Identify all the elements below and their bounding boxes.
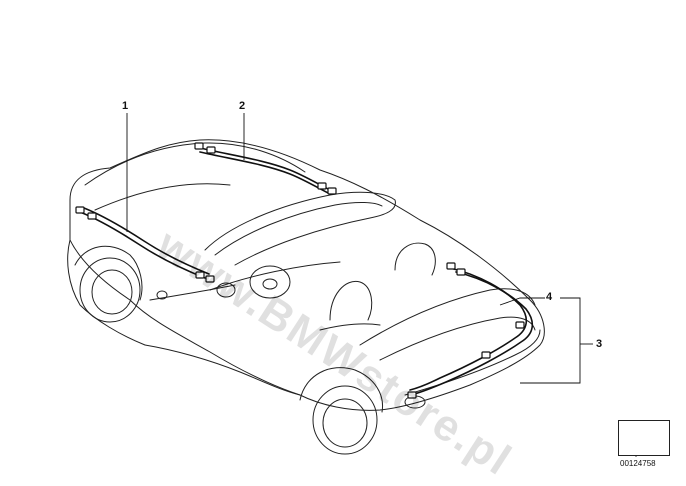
leader-4 bbox=[499, 297, 545, 306]
steering-hub bbox=[262, 278, 278, 290]
hood bbox=[84, 142, 306, 186]
connector-2c bbox=[317, 182, 327, 190]
cable-3 bbox=[413, 271, 534, 395]
rear-wheel bbox=[312, 385, 378, 455]
rear-deck bbox=[359, 288, 536, 346]
front-wheel-arch bbox=[74, 245, 143, 301]
dashboard bbox=[209, 261, 341, 291]
front-wheel bbox=[79, 257, 141, 323]
seat-cushion-left bbox=[319, 323, 381, 331]
cable-1 bbox=[79, 211, 206, 279]
cable-1-b bbox=[83, 207, 210, 275]
rear-wheel-inner bbox=[322, 398, 368, 448]
seat-right bbox=[394, 242, 436, 276]
connector-3e bbox=[407, 391, 417, 399]
connector-1a bbox=[75, 206, 85, 214]
side-mirror bbox=[216, 282, 236, 298]
car-body-outline bbox=[69, 139, 545, 411]
front-wheel-inner bbox=[91, 269, 133, 315]
connector-3d bbox=[481, 351, 491, 359]
cable-2-b bbox=[199, 151, 331, 195]
connector-2a bbox=[194, 142, 204, 150]
connector-1b bbox=[87, 212, 97, 220]
car-left-side bbox=[67, 239, 146, 346]
callout-2: 2 bbox=[239, 100, 246, 112]
connector-1d bbox=[205, 275, 215, 283]
seat-left bbox=[329, 280, 373, 321]
fog-light bbox=[156, 290, 168, 300]
callout-3: 3 bbox=[596, 338, 603, 350]
rear-wheel-arch bbox=[299, 367, 384, 413]
connector-2b bbox=[206, 146, 216, 154]
connector-2d bbox=[327, 187, 337, 195]
door-line bbox=[144, 344, 301, 396]
callout-1: 1 bbox=[122, 100, 129, 112]
trunk-lid bbox=[379, 316, 536, 361]
steering-wheel bbox=[249, 265, 291, 299]
callout-4: 4 bbox=[546, 291, 553, 303]
connector-3a bbox=[446, 262, 456, 270]
connector-1c bbox=[195, 271, 205, 279]
hood-line bbox=[94, 183, 231, 211]
connector-3c bbox=[515, 321, 525, 329]
windscreen-inner bbox=[214, 202, 383, 256]
document-number: 00124758 bbox=[620, 459, 656, 468]
connector-3b bbox=[456, 268, 466, 276]
leader-3-bracket bbox=[520, 297, 581, 384]
windscreen-frame bbox=[204, 191, 396, 266]
doc-icon-frame bbox=[618, 420, 670, 456]
